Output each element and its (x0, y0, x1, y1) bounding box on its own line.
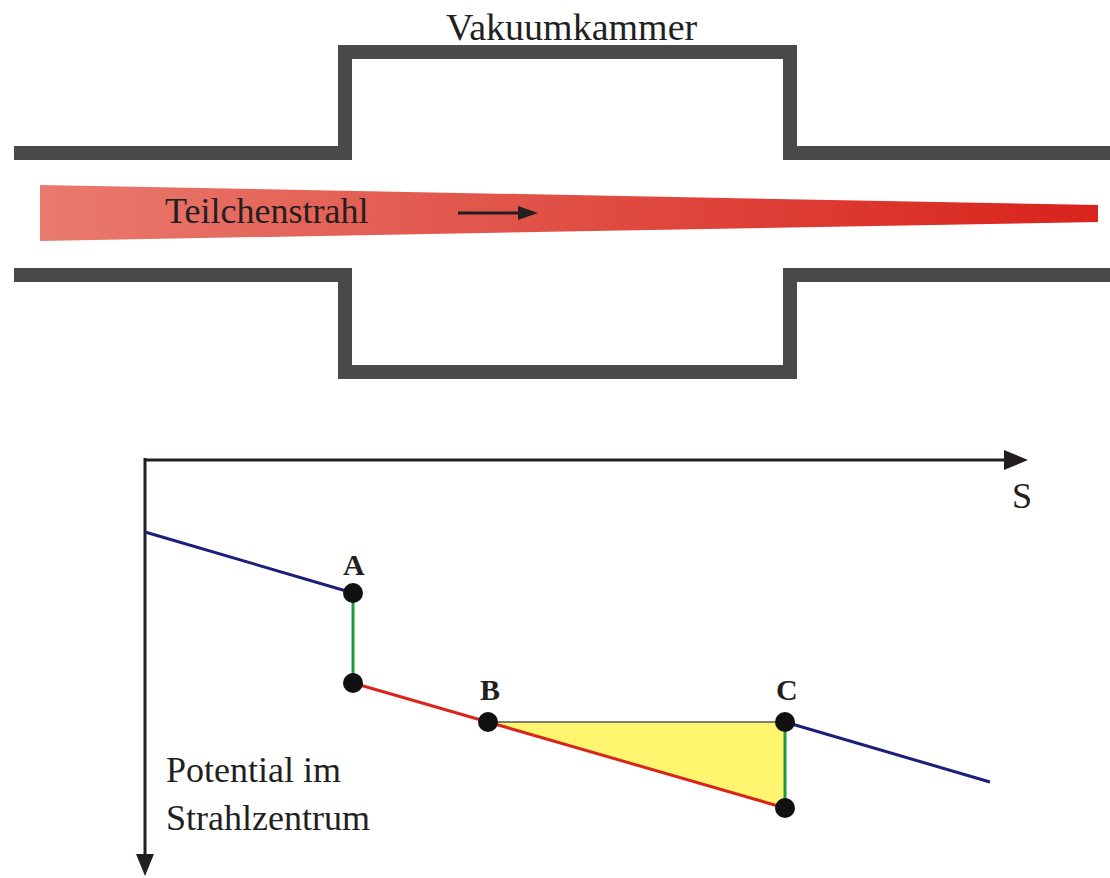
point-dot (775, 798, 795, 818)
point-dot (775, 712, 795, 732)
point-dot (343, 673, 363, 693)
potential-step (352, 593, 355, 683)
beam-label: Teilchenstrahl (165, 193, 368, 229)
potential-line (353, 683, 785, 808)
potential-line (145, 532, 353, 593)
axis-title: Potential im Strahlzentrum (166, 746, 436, 842)
potential-line (785, 722, 990, 782)
point-label: A (343, 550, 365, 580)
direction-arrow (458, 212, 522, 215)
chamber-wall-bottom (14, 275, 1110, 372)
potential-axis (144, 458, 147, 860)
point-label: C (776, 675, 798, 705)
particle-beam (40, 185, 1098, 241)
s-axis (145, 459, 1020, 462)
direction-arrowhead (518, 206, 538, 220)
point-dot (343, 583, 363, 603)
chamber-title: Vakuumkammer (446, 8, 697, 46)
axis-arrowhead (136, 854, 154, 876)
axis-arrowhead (1004, 450, 1028, 470)
area-edge (488, 721, 785, 723)
chamber-wall-top (14, 52, 1110, 153)
point-dot (478, 712, 498, 732)
potential-step (784, 722, 787, 808)
point-label: B (480, 675, 500, 705)
axis-label: S (1012, 478, 1032, 514)
